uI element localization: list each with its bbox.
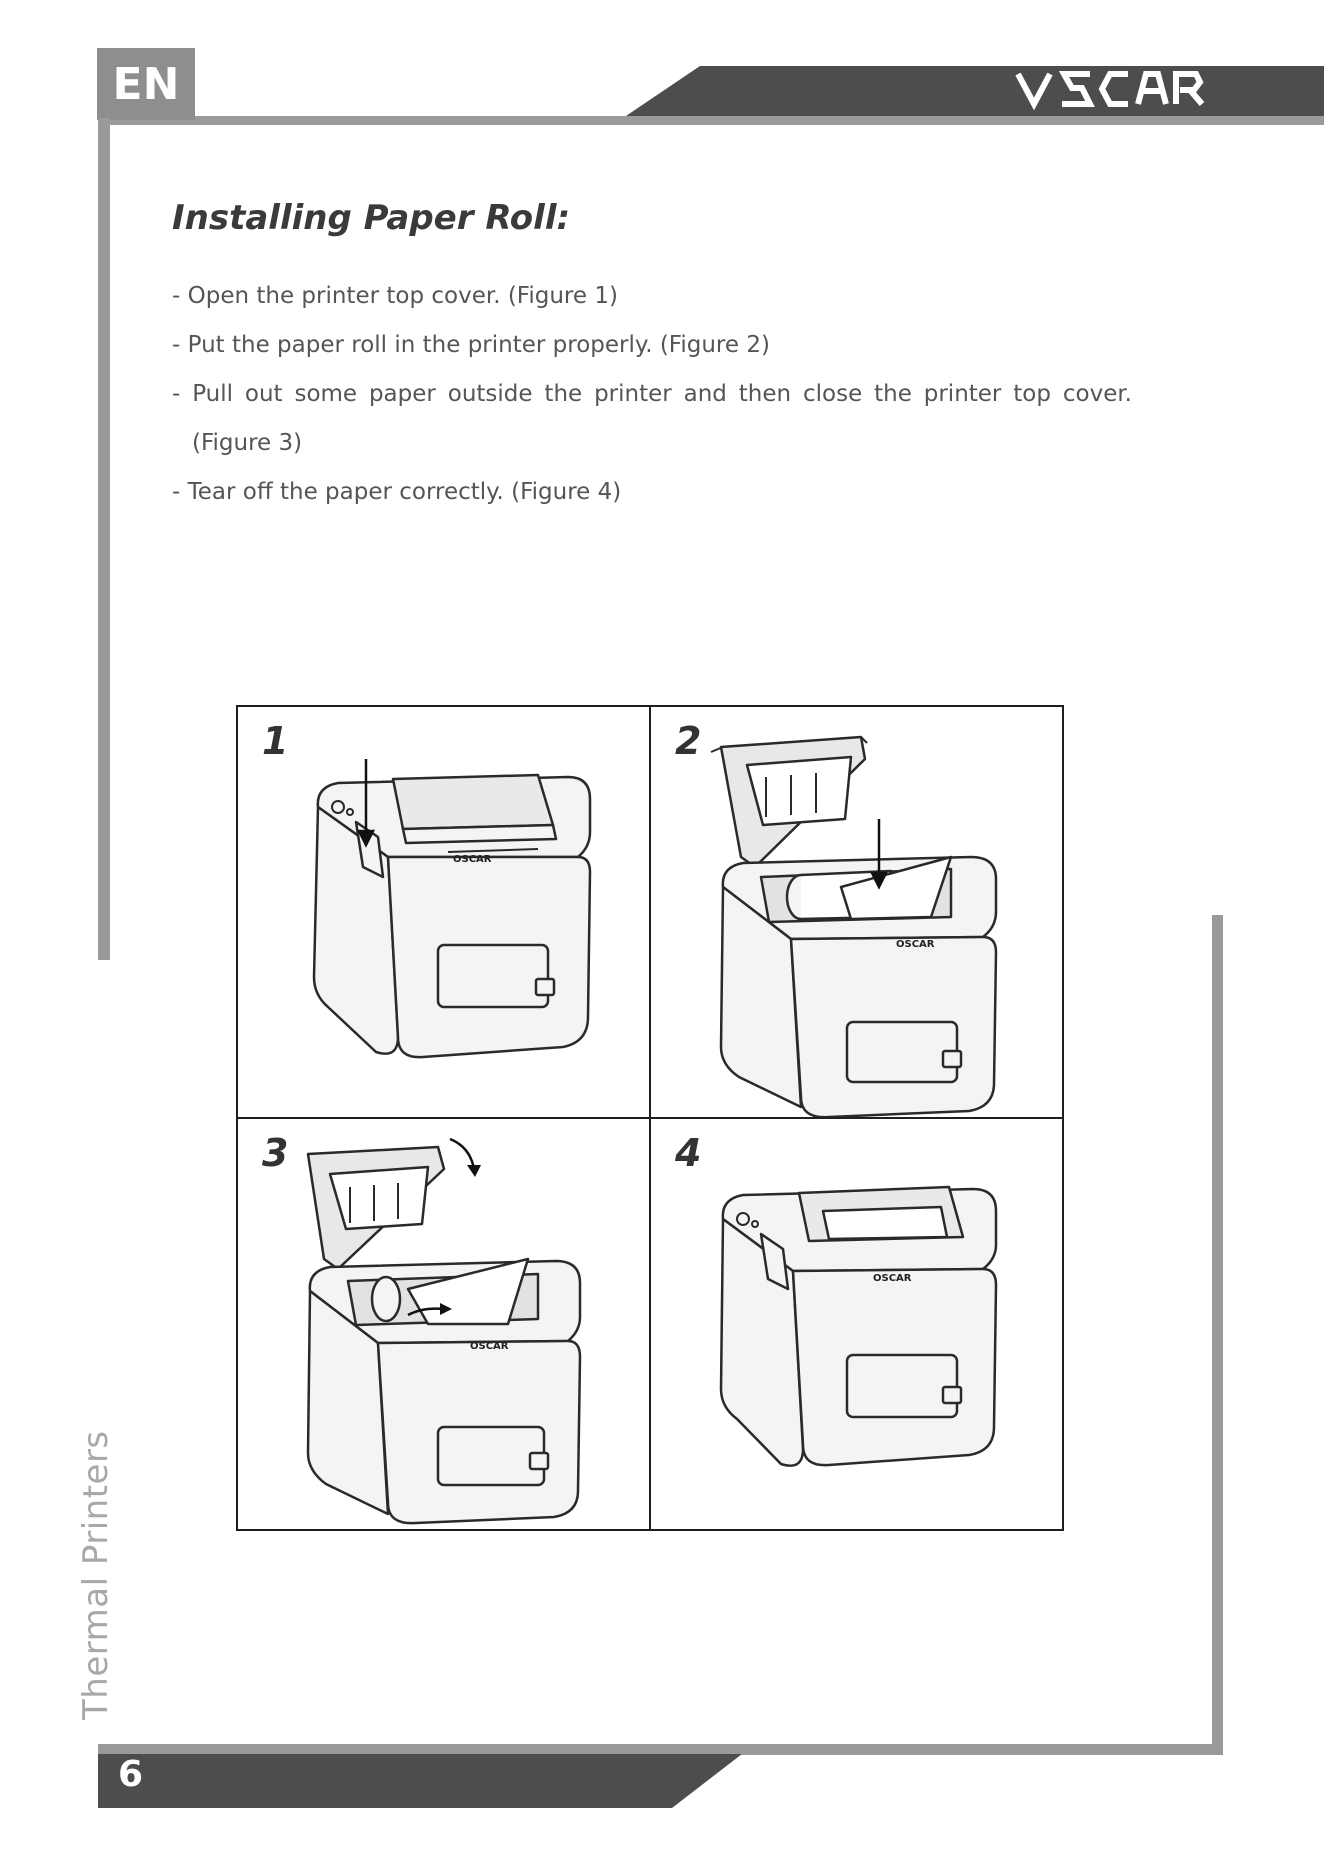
printer-brand-label: OSCAR (453, 854, 492, 865)
printer-illustration: OSCAR (719, 1185, 998, 1467)
right-frame-bar (1212, 915, 1223, 1755)
printer-illustration: OSCAR (306, 1137, 582, 1525)
figure-number: 4 (675, 1131, 702, 1175)
language-tab: EN (97, 48, 195, 120)
figure-number: 1 (262, 719, 289, 763)
instruction-item: - Put the paper roll in the printer prop… (172, 332, 770, 358)
footer-band (98, 1754, 742, 1808)
instruction-item: - Tear off the paper correctly. (Figure … (172, 479, 622, 505)
header-band (98, 66, 1324, 125)
printer-brand-label: OSCAR (896, 939, 935, 950)
page-number: 6 (118, 1754, 144, 1795)
instruction-list: - Open the printer top cover. (Figure 1)… (172, 272, 1132, 517)
printer-brand-label: OSCAR (470, 1341, 509, 1352)
page-title: Installing Paper Roll: (172, 198, 571, 238)
figure-grid: 1 OSCAR 2 (236, 705, 1064, 1531)
figure-panel-1: 1 OSCAR (238, 707, 651, 1119)
instruction-item: - Pull out some paper outside the printe… (172, 381, 1132, 456)
figure-number: 3 (262, 1131, 289, 1175)
figure-panel-4: 4 OSCAR (651, 1119, 1062, 1529)
figure-number: 2 (675, 719, 702, 763)
printer-illustration: OSCAR (312, 759, 592, 1059)
bottom-frame-bar (98, 1744, 1223, 1755)
left-frame-bar (98, 118, 110, 960)
printer-brand-label: OSCAR (873, 1273, 912, 1284)
instruction-item: - Open the printer top cover. (Figure 1) (172, 283, 618, 309)
figure-panel-2: 2 OSCAR (651, 707, 1062, 1119)
printer-illustration: OSCAR (710, 735, 998, 1117)
side-label: Thermal Printers (76, 1430, 116, 1720)
oscar-logo (1015, 71, 1205, 111)
figure-panel-3: 3 OSCAR (238, 1119, 651, 1529)
